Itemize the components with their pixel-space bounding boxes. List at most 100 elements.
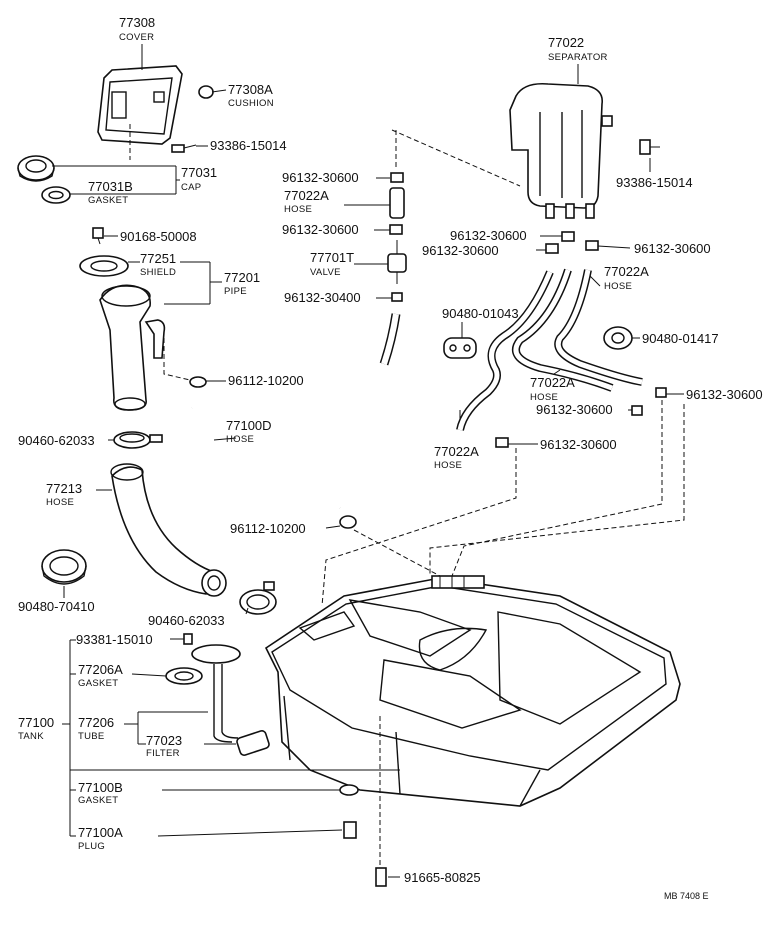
callout-93381: 93381-15010 bbox=[76, 632, 153, 647]
screw-part bbox=[171, 144, 197, 153]
part-number: 96132-30600 bbox=[282, 222, 359, 237]
part-name: HOSE bbox=[284, 204, 312, 215]
part-name: HOSE bbox=[530, 392, 558, 403]
part-number: 77100 bbox=[18, 715, 54, 730]
part-number: 77031B bbox=[88, 179, 133, 194]
callout-77206a: 77206A GASKET bbox=[78, 662, 123, 689]
part-number: 77022 bbox=[548, 35, 584, 50]
separator-part bbox=[509, 82, 613, 219]
part-name: PLUG bbox=[78, 841, 105, 852]
fuel-tank-part bbox=[264, 575, 681, 807]
callout-96112-b: 96112-10200 bbox=[230, 521, 306, 536]
diagram-reference: MB 7408 E bbox=[664, 891, 709, 901]
part-number: 96132-30600 bbox=[536, 402, 613, 417]
hose-clip-b-part bbox=[339, 515, 357, 529]
callout-77031: 77031 CAP bbox=[181, 165, 217, 193]
short-hose-part bbox=[389, 187, 405, 219]
part-number: 77022A bbox=[530, 375, 575, 390]
callout-77022a-3: 77022A HOSE bbox=[530, 375, 575, 403]
callout-96112-a: 96112-10200 bbox=[228, 373, 304, 388]
hose-clamp-part bbox=[113, 431, 163, 449]
callout-90168: 90168-50008 bbox=[120, 229, 197, 244]
valve-hose-part bbox=[379, 313, 401, 366]
callout-77213: 77213 HOSE bbox=[46, 481, 82, 508]
part-number: 96132-30600 bbox=[634, 241, 711, 256]
cap-part bbox=[17, 155, 55, 182]
part-name: CAP bbox=[181, 182, 201, 193]
callout-77022: 77022 SEPARATOR bbox=[548, 35, 608, 63]
callout-77308a: 77308A CUSHION bbox=[228, 82, 274, 109]
callout-77100a: 77100A PLUG bbox=[78, 825, 123, 852]
grommet-pair-part bbox=[443, 326, 633, 359]
callout-96132-b: 96132-30600 bbox=[282, 222, 359, 237]
sender-screw-part bbox=[183, 633, 193, 645]
callout-77206: 77206 TUBE bbox=[78, 715, 114, 742]
part-number: 96132-30400 bbox=[284, 290, 361, 305]
part-name: PIPE bbox=[224, 286, 247, 297]
part-name: GASKET bbox=[78, 795, 118, 806]
long-hoses-part bbox=[456, 268, 643, 431]
drain-plug-part bbox=[343, 821, 357, 839]
callout-77023: 77023 FILTER bbox=[146, 733, 182, 759]
part-name: SEPARATOR bbox=[548, 52, 608, 63]
callout-90460-a: 90460-62033 bbox=[18, 433, 95, 448]
callout-96132-i: 96132-30600 bbox=[540, 437, 617, 452]
callout-96132-d: 96132-30600 bbox=[422, 243, 499, 258]
part-number: 77701T bbox=[310, 250, 354, 265]
leader-lines bbox=[52, 44, 684, 878]
sender-gasket-part bbox=[165, 667, 203, 685]
part-number: 90480-01417 bbox=[642, 331, 719, 346]
part-number: 77023 bbox=[146, 733, 182, 748]
callout-91665: 91665-80825 bbox=[404, 870, 481, 885]
check-valve-part bbox=[387, 240, 407, 284]
part-name: GASKET bbox=[78, 678, 118, 689]
cap-gasket-part bbox=[41, 186, 71, 204]
callout-96132-g: 96132-30600 bbox=[686, 387, 763, 402]
cushion-part bbox=[198, 85, 214, 99]
assembly-lines bbox=[129, 124, 685, 868]
shield-screw-part bbox=[92, 227, 104, 245]
part-number: 77022A bbox=[434, 444, 479, 459]
part-name: FILTER bbox=[146, 748, 180, 759]
part-number: 77100B bbox=[78, 780, 123, 795]
part-number: 77201 bbox=[224, 270, 260, 285]
part-name: HOSE bbox=[226, 434, 254, 445]
callout-77100d: 77100D HOSE bbox=[226, 418, 272, 445]
callout-77308: 77308 COVER bbox=[119, 15, 155, 43]
breather-hose-part bbox=[189, 407, 342, 511]
hose-clamp-b-part bbox=[239, 581, 277, 615]
fuel-filter-part bbox=[236, 730, 270, 756]
shield-part bbox=[79, 255, 129, 277]
part-number: 93386-15014 bbox=[210, 138, 287, 153]
callout-93386-left: 93386-15014 bbox=[210, 138, 287, 153]
part-number: 90480-70410 bbox=[18, 599, 95, 614]
part-number: 96112-10200 bbox=[230, 521, 306, 536]
hose-clip-part bbox=[189, 376, 207, 388]
callout-90460-b: 90460-62033 bbox=[148, 613, 225, 628]
callout-90480-01043: 90480-01043 bbox=[442, 306, 519, 321]
callout-77022a-1: 77022A HOSE bbox=[284, 188, 329, 215]
part-name: COVER bbox=[119, 32, 154, 43]
grommet-part bbox=[41, 549, 87, 585]
part-number: 77022A bbox=[604, 264, 649, 279]
part-name: CUSHION bbox=[228, 98, 274, 109]
part-name: HOSE bbox=[46, 497, 74, 508]
part-number: 77100D bbox=[226, 418, 272, 433]
part-number: 90168-50008 bbox=[120, 229, 197, 244]
cover-part bbox=[97, 65, 183, 145]
part-number: 77308 bbox=[119, 15, 155, 30]
part-number: 77213 bbox=[46, 481, 82, 496]
part-number: 96132-30600 bbox=[422, 243, 499, 258]
part-number: 77031 bbox=[181, 165, 217, 180]
suction-tube-part bbox=[191, 644, 241, 743]
callout-96132-a: 96132-30600 bbox=[282, 170, 359, 185]
callout-77031b: 77031B GASKET bbox=[88, 179, 133, 206]
part-number: 96132-30600 bbox=[282, 170, 359, 185]
drain-gasket-part bbox=[339, 784, 359, 796]
part-name: TANK bbox=[18, 731, 44, 742]
callout-96132-e: 96132-30600 bbox=[634, 241, 711, 256]
part-number: 77206A bbox=[78, 662, 123, 677]
part-name: HOSE bbox=[604, 281, 632, 292]
part-number: 96132-30600 bbox=[686, 387, 763, 402]
